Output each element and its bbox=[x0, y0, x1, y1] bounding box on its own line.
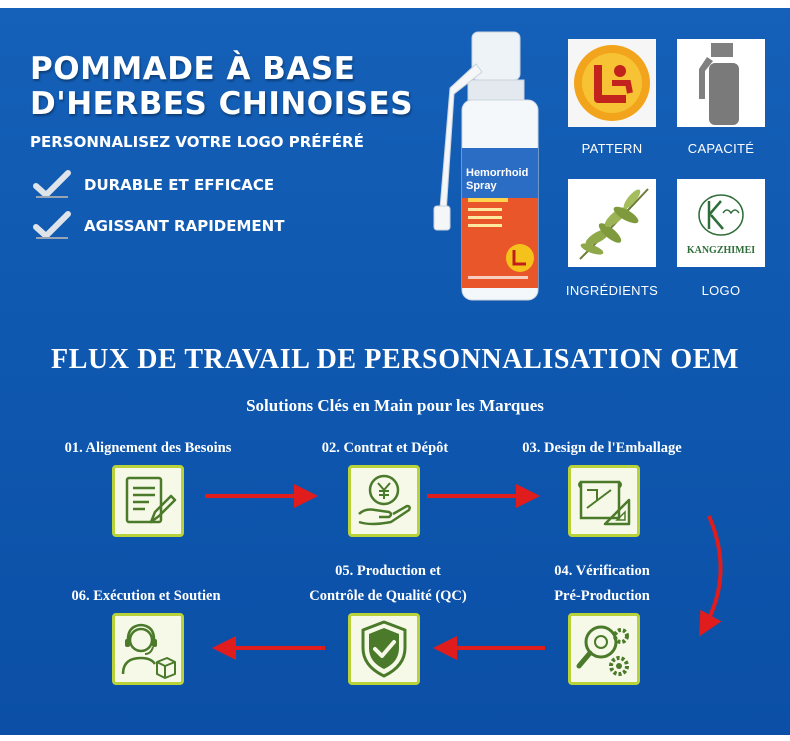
bottom-border bbox=[0, 735, 790, 741]
step-icon-box-1 bbox=[112, 465, 184, 537]
kangzhimei-logo-icon: KANGZHIMEI bbox=[677, 179, 765, 267]
step-icon-box-5 bbox=[348, 613, 420, 685]
bottle-brand-line2: Spray bbox=[466, 180, 497, 192]
step-label-5: 05. Production et Contrôle de Qualité (Q… bbox=[282, 559, 494, 609]
step-label-1: 01. Alignement des Besoins bbox=[64, 440, 232, 456]
herb-leaf-icon bbox=[568, 179, 656, 267]
step-icon-box-4 bbox=[568, 613, 640, 685]
hero-title-line2: D'HERBES CHINOISES bbox=[30, 86, 414, 122]
feature-label: DURABLE ET EFFICACE bbox=[84, 176, 275, 194]
hero-title: POMMADE À BASE D'HERBES CHINOISES bbox=[30, 52, 430, 122]
step-label-6: 06. Exécution et Soutien bbox=[71, 588, 221, 604]
option-tile-logo[interactable]: KANGZHIMEI bbox=[677, 179, 765, 267]
step-label-4: 04. Vérification Pré-Production bbox=[512, 559, 692, 609]
yen-coin-hand-icon bbox=[358, 474, 411, 526]
spray-bottle-image: Hemorrhoid Spray bbox=[433, 31, 539, 301]
checkmark-icon bbox=[33, 211, 71, 239]
option-label-ingredients: INGRÉDIENTS bbox=[565, 283, 659, 298]
option-tile-pattern[interactable] bbox=[568, 39, 656, 127]
blueprint-ruler-icon bbox=[578, 480, 631, 526]
option-label-logo: LOGO bbox=[701, 283, 741, 298]
workflow-subtitle: Solutions Clés en Main pour les Marques bbox=[246, 396, 544, 415]
pattern-logo-icon bbox=[568, 39, 656, 127]
document-pen-icon bbox=[125, 476, 177, 524]
feature-label: AGISSANT RAPIDEMENT bbox=[84, 217, 285, 235]
bottle-silhouette-icon bbox=[677, 39, 765, 127]
feature-item-durable: DURABLE ET EFFICACE bbox=[32, 170, 274, 200]
step-icon-box-3 bbox=[568, 465, 640, 537]
support-agent-box-icon bbox=[121, 623, 176, 679]
step-label-4-line1: 04. Vérification bbox=[554, 563, 650, 579]
hero-title-line1: POMMADE À BASE bbox=[30, 51, 356, 87]
logo-tile-text: KANGZHIMEI bbox=[687, 245, 755, 256]
option-tile-capacity[interactable] bbox=[677, 39, 765, 127]
step-label-3: 03. Design de l'Emballage bbox=[522, 440, 682, 456]
checkmark-icon bbox=[33, 170, 71, 198]
top-border bbox=[0, 0, 790, 8]
option-label-capacity: CAPACITÉ bbox=[687, 141, 755, 156]
magnifier-gear-icon bbox=[576, 625, 629, 676]
bottle-brand-line1: Hemorrhoid bbox=[466, 167, 528, 179]
arrow-step3-to-step4 bbox=[699, 515, 723, 637]
step-label-5-line1: 05. Production et bbox=[335, 563, 441, 579]
step-label-2: 02. Contrat et Dépôt bbox=[321, 440, 449, 456]
step-label-4-line2: Pré-Production bbox=[554, 588, 650, 604]
step-icon-box-6 bbox=[112, 613, 184, 685]
option-label-pattern: PATTERN bbox=[581, 141, 643, 156]
option-tile-ingredients[interactable] bbox=[568, 179, 656, 267]
feature-item-fast: AGISSANT RAPIDEMENT bbox=[32, 211, 284, 241]
workflow-title: FLUX DE TRAVAIL DE PERSONNALISATION OEM bbox=[50, 344, 740, 375]
hero-subtitle: PERSONNALISEZ VOTRE LOGO PRÉFÉRÉ bbox=[30, 133, 364, 151]
step-icon-box-2 bbox=[348, 465, 420, 537]
shield-check-icon bbox=[361, 620, 407, 678]
step-label-5-line2: Contrôle de Qualité (QC) bbox=[309, 588, 467, 604]
